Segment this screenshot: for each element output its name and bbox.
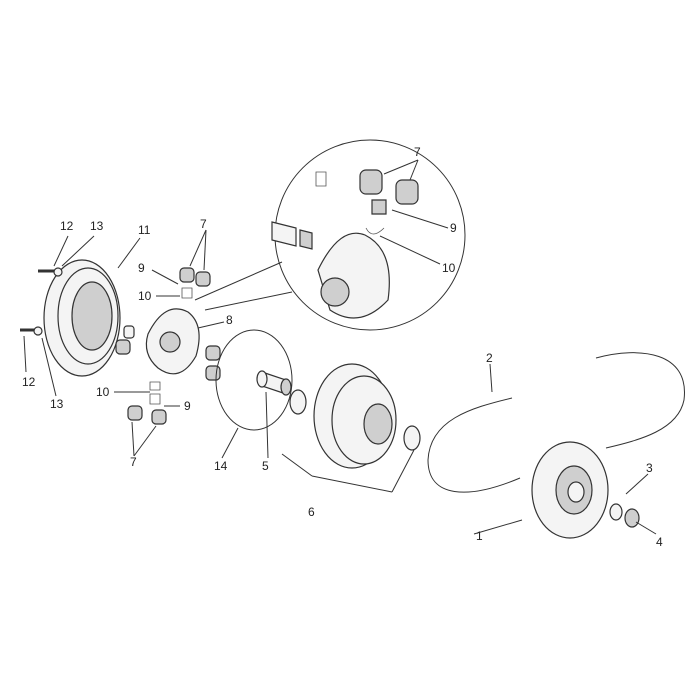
roller-7c (127, 405, 143, 421)
variator-cover (43, 259, 121, 377)
roller-7b (195, 271, 211, 287)
callout-9-detail: 9 (450, 221, 457, 235)
bolt-lower (20, 326, 43, 336)
roller-detail-1 (359, 169, 383, 195)
detail-magnifier (194, 139, 466, 331)
bolt-upper (38, 267, 63, 277)
callout-7-lower: 7 (130, 455, 137, 469)
callout-6: 6 (308, 505, 315, 519)
ramp-plate (115, 267, 221, 425)
o-ring (215, 329, 293, 431)
roller-detail-2 (395, 179, 419, 205)
roller-7d (151, 409, 167, 425)
drive-belt (427, 352, 685, 493)
callout-13-upper: 13 (90, 219, 104, 233)
callout-11: 11 (138, 223, 151, 237)
roller-7a (179, 267, 195, 283)
callout-2: 2 (486, 351, 493, 365)
callout-12-lower: 12 (22, 375, 36, 389)
callout-4: 4 (656, 535, 663, 549)
callout-8: 8 (226, 313, 233, 327)
nut (624, 508, 640, 528)
callout-7-detail: 7 (414, 145, 421, 159)
callout-12-upper: 12 (60, 219, 74, 233)
callouts: 1 2 3 4 5 6 7 7 7 8 9 9 9 10 10 10 11 12… (22, 145, 663, 549)
callout-10-upper: 10 (138, 289, 152, 303)
fan-pulley (531, 441, 609, 539)
slider-detail (371, 199, 387, 215)
bushing (256, 370, 292, 396)
callout-9-upper: 9 (138, 261, 145, 275)
callout-10-lower: 10 (96, 385, 110, 399)
callout-3: 3 (646, 461, 653, 475)
washer (609, 503, 623, 521)
callout-5: 5 (262, 459, 269, 473)
callout-9-lower: 9 (184, 399, 191, 413)
callout-1: 1 (476, 529, 483, 543)
callout-7-upper: 7 (200, 217, 207, 231)
pulley-assembly (289, 363, 421, 469)
leader-lines (23, 159, 657, 535)
callout-10-detail: 10 (442, 261, 456, 275)
callout-13-lower: 13 (50, 397, 64, 411)
callout-14: 14 (214, 459, 228, 473)
